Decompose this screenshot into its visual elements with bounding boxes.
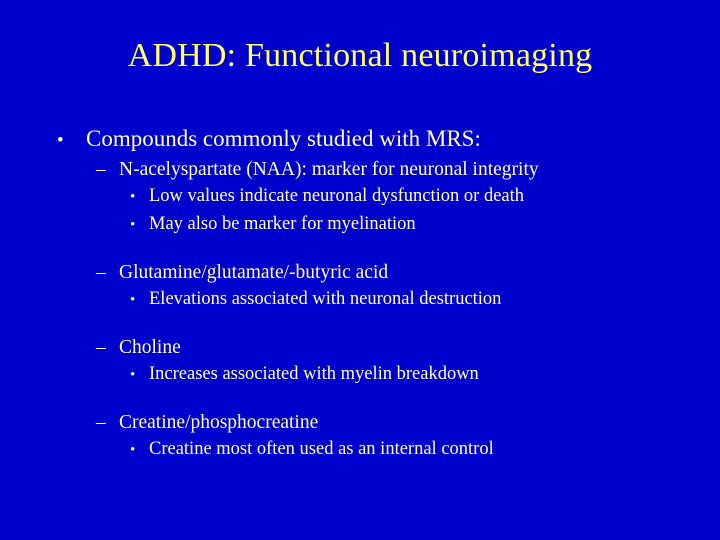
bullet-level2: – Choline [0, 334, 720, 361]
bullet-level1: • Compounds commonly studied with MRS: [0, 124, 720, 156]
page-title: ADHD: Functional neuroimaging [127, 37, 593, 74]
spacer [0, 314, 720, 334]
bullet-level2-label: Creatine/phosphocreatine [119, 412, 319, 433]
bullet-dot-icon: • [130, 367, 136, 383]
bullet-dash-icon: – [96, 262, 106, 283]
bullet-level3: • May also be marker for myelination [0, 211, 720, 239]
bullet-level3-label: Increases associated with myelin breakdo… [149, 364, 479, 384]
bullet-level3: • Low values indicate neuronal dysfuncti… [0, 183, 720, 211]
bullet-dash-icon: – [96, 337, 106, 358]
bullet-level3-label: Creatine most often used as an internal … [149, 439, 494, 459]
bullet-level3: • Increases associated with myelin break… [0, 361, 720, 389]
bullet-dot-icon: • [130, 442, 136, 458]
bullet-level3: • Elevations associated with neuronal de… [0, 286, 720, 314]
bullet-level2-label: N-acelyspartate (NAA): marker for neuron… [119, 159, 539, 180]
bullet-level3-label: Low values indicate neuronal dysfunction… [149, 186, 525, 206]
bullet-level2: – Glutamine/glutamate/-butyric acid [0, 259, 720, 286]
spacer [0, 239, 720, 259]
bullet-level3-label: Elevations associated with neuronal dest… [149, 289, 502, 309]
bullet-dot-icon: • [57, 130, 64, 151]
bullet-dot-icon: • [130, 217, 136, 233]
bullet-level3-label: May also be marker for myelination [149, 214, 416, 234]
bullet-dash-icon: – [96, 412, 106, 433]
bullet-level2-label: Glutamine/glutamate/-butyric acid [119, 262, 389, 283]
bullet-dot-icon: • [130, 292, 136, 308]
bullet-level2: – N-acelyspartate (NAA): marker for neur… [0, 156, 720, 183]
bullet-level1-label: Compounds commonly studied with MRS: [86, 126, 481, 151]
slide-body: • Compounds commonly studied with MRS: –… [0, 124, 720, 464]
bullet-dot-icon: • [130, 189, 136, 205]
bullet-level3: • Creatine most often used as an interna… [0, 436, 720, 464]
spacer [0, 389, 720, 409]
bullet-level2-label: Choline [119, 337, 181, 358]
bullet-dash-icon: – [96, 159, 106, 180]
bullet-level2: – Creatine/phosphocreatine [0, 409, 720, 436]
